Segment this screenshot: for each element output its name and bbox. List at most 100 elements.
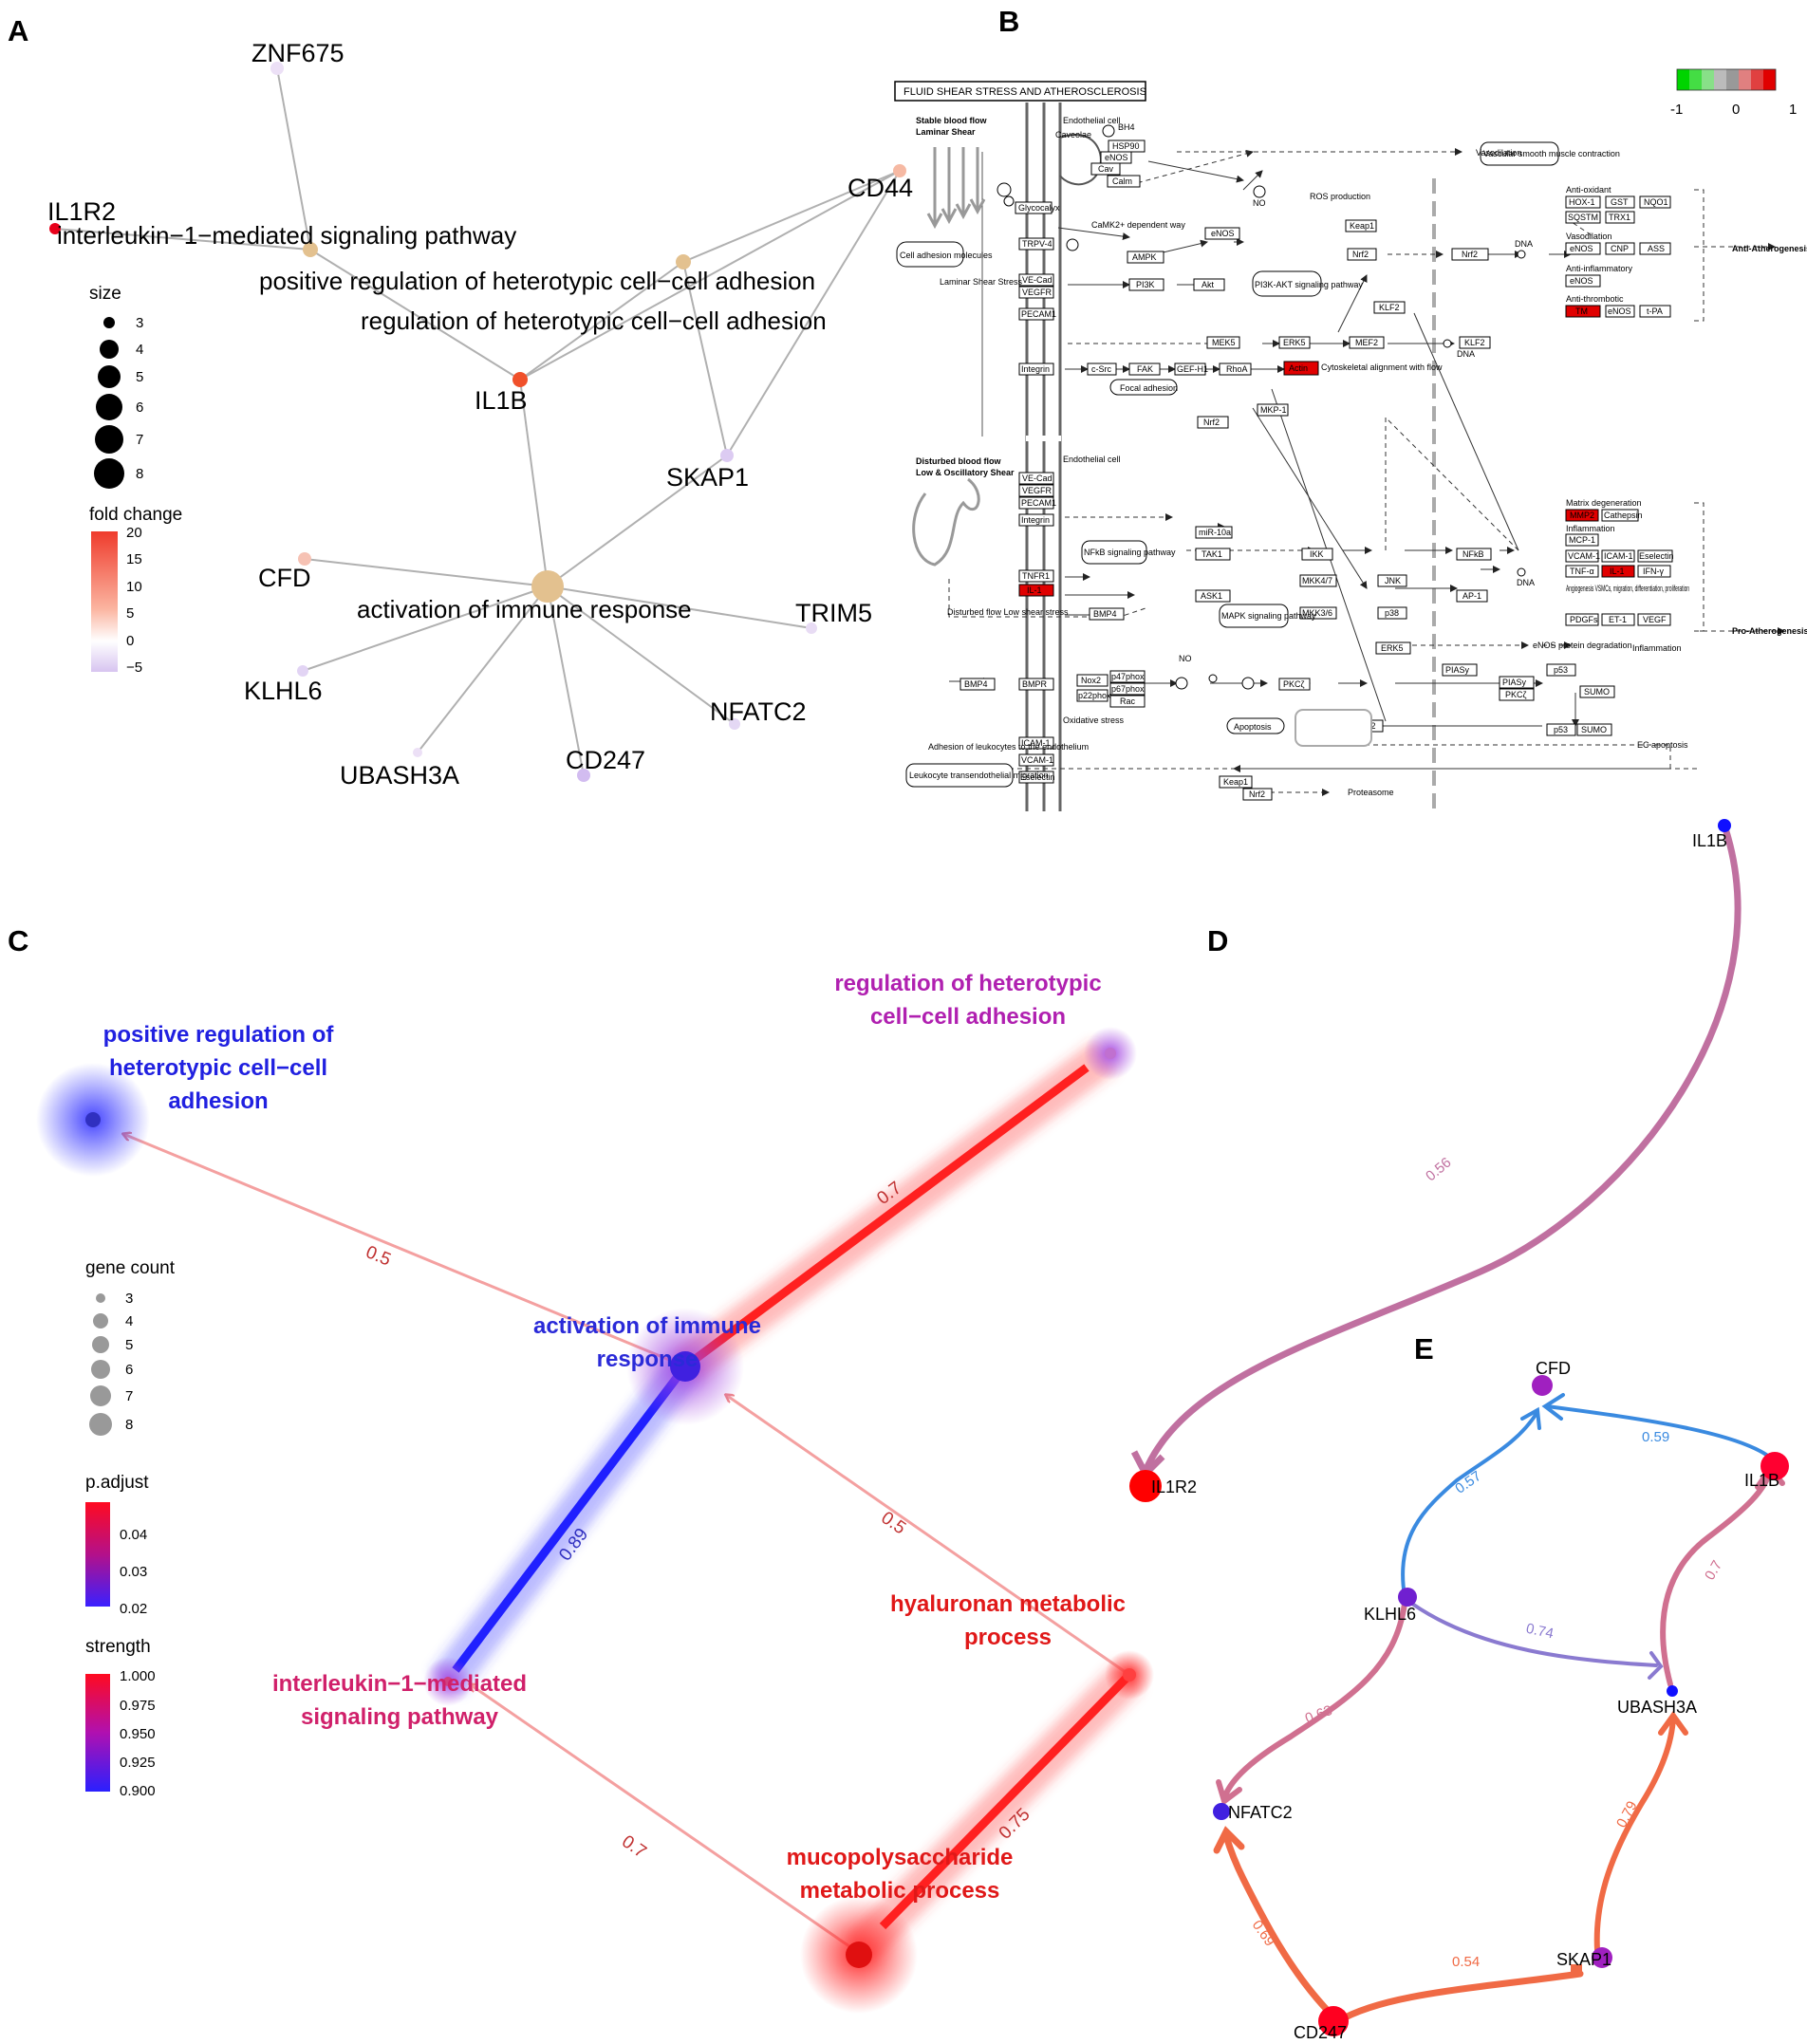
kegg-box-tnfr1: TNFR1 [1022,571,1050,581]
edge-e-cd247-skap1 [1334,1970,1584,2025]
edge-hyal-immune [726,1395,1130,1677]
kegg-box-tpa: t-PA [1647,307,1663,316]
size-legend-dot [94,458,124,489]
strength-colorbar [85,1674,110,1792]
edge-e-klhl6-ubash3a [1410,1602,1658,1667]
label-cd44: CD44 [848,174,913,202]
label-znf675: ZNF675 [251,39,345,67]
edge-label-d: 0.56 [1423,1155,1454,1185]
edge-label-e: 0.7 [1702,1558,1725,1584]
kegg-box-ask1: ASK1 [1201,591,1222,601]
strength-tick: 1.000 [120,1668,156,1684]
kegg-box-enos-2: eNOS [1211,229,1235,238]
kegg-box-icam1: ICAM-1 [1021,738,1051,748]
kegg-vasodilation: Vasodilation [1476,148,1521,158]
kegg-box-p38: p38 [1385,608,1399,618]
kegg-box-nox2: Nox2 [1081,676,1101,685]
kegg-box-nrf2-b: Nrf2 [1462,250,1478,259]
node-c-immune [670,1351,700,1382]
label-line: regulation of heterotypic [834,971,1101,996]
kegg-box-eselectin-2: Eselectin [1639,551,1674,561]
node-term-immune [531,570,564,603]
kegg-box-pi3k: PI3K [1136,280,1155,289]
gene-count-dot [89,1413,112,1436]
scale-tick: -1 [1670,102,1683,118]
node-znf675 [270,62,284,75]
padj-title: p.adjust [85,1473,149,1493]
node-e-klhl6 [1398,1588,1417,1607]
kegg-box-vcam1: VCAM-1 [1021,755,1053,765]
arrow-e-2 [1520,1406,1541,1430]
kegg-box-enos-4: eNOS [1570,276,1593,286]
kegg-box-p67: p67phox [1111,684,1145,694]
gene-count-value: 5 [125,1337,133,1353]
kegg-caveolae: Caveolae [1055,130,1091,139]
kegg-transend: Leukocyte transendothelial migration [909,771,1049,780]
kegg-camk: CaMK2+ dependent way [1091,220,1185,230]
label-d-il1r2: IL1R2 [1151,1477,1197,1496]
node-d-il1r2 [1129,1470,1162,1502]
label-line: activation of immune [533,1313,761,1339]
kegg-box-sumo: SUMO [1584,687,1610,697]
kegg-box-ikk: IKK [1310,549,1324,559]
kegg-box-nrf2-d: Nrf2 [1249,790,1265,799]
kegg-cell-adhesion: Cell adhesion molecules [900,251,993,260]
kegg-box-keap1-2: Keap1 [1223,777,1248,787]
kegg-box-gst: GST [1611,197,1629,207]
node-d-il1b [1718,819,1731,832]
edge-immune-reg [674,1039,1117,1383]
node-nfatc2 [729,718,740,730]
label-ubash3a: UBASH3A [340,761,459,790]
kegg-box-mkk36: MKK3/6 [1302,608,1332,618]
edge-e-il1b-cfd [1545,1404,1777,1463]
kegg-mapk-path: MAPK signaling pathway [1221,611,1316,621]
size-legend-value: 4 [136,342,143,358]
label-line: process [964,1625,1052,1650]
kegg-box-mef2: MEF2 [1355,338,1378,347]
label-line: hyaluronan metabolic [890,1591,1126,1617]
strength-tick: 0.950 [120,1726,156,1742]
gene-count-dot [91,1360,110,1379]
kegg-box-hmox1: HOX-1 [1569,197,1595,207]
edge-label: 0.5 [363,1242,393,1270]
panel-b-letter: B [998,5,1019,38]
edge-immune-il1 [431,1354,700,1696]
node-e-il1b [1760,1452,1789,1480]
kegg-proteasome: Proteasome [1348,788,1394,797]
edge-e-klhl6-nfatc2 [1221,1601,1407,1801]
node-e-skap1 [1592,1947,1612,1968]
size-legend-dot [96,394,122,420]
kegg-vsm: Vascular smooth muscle contraction [1483,149,1620,158]
term-label-hyal: hyaluronan metabolic process [890,1591,1126,1650]
kegg-box-integrin-2: Integrin [1021,515,1050,525]
kegg-box-il1: IL-1 [1027,585,1042,595]
fc-legend-title: fold change [89,505,182,525]
panel-c-letter: C [8,924,28,957]
kegg-box-nfkb: NFkB [1462,549,1484,559]
kegg-box-piasy: PIASy [1445,665,1470,675]
edge-label: 0.7 [618,1831,650,1862]
label-e-cfd: CFD [1536,1359,1571,1378]
kegg-gene-boxes: Glycocalyx TRPV-4 VE-Cad VEGFR PECAM1 In… [959,139,1674,801]
edge-e-skap1-ubash3a [1593,1715,1676,1953]
gene-count-title: gene count [85,1258,176,1278]
kegg-endothelial-2: Endothelial cell [1063,455,1121,464]
gene-count-value: 4 [125,1313,133,1329]
panel-e-letter: E [1414,1332,1434,1366]
panel-a-network: ZNF675 IL1R2 interleukin−1−mediated sign… [47,39,913,790]
kegg-matrix: Matrix degeneration [1566,498,1642,508]
kegg-box-vegfr-2: VEGFR [1022,486,1053,495]
size-legend-value: 3 [136,315,143,331]
padj-tick: 0.02 [120,1601,147,1617]
label-e-cd247: CD247 [1294,2023,1347,2042]
strength-tick: 0.975 [120,1698,156,1714]
kegg-box-vegf: VEGF [1643,615,1667,624]
kegg-angio: Angiogenesis VSMCs, migration, different… [1566,584,1689,593]
gene-count-value: 6 [125,1362,133,1378]
scale-tick: 1 [1789,102,1797,118]
size-legend-title: size [89,284,121,304]
kegg-box-erk5: ERK5 [1283,338,1306,347]
